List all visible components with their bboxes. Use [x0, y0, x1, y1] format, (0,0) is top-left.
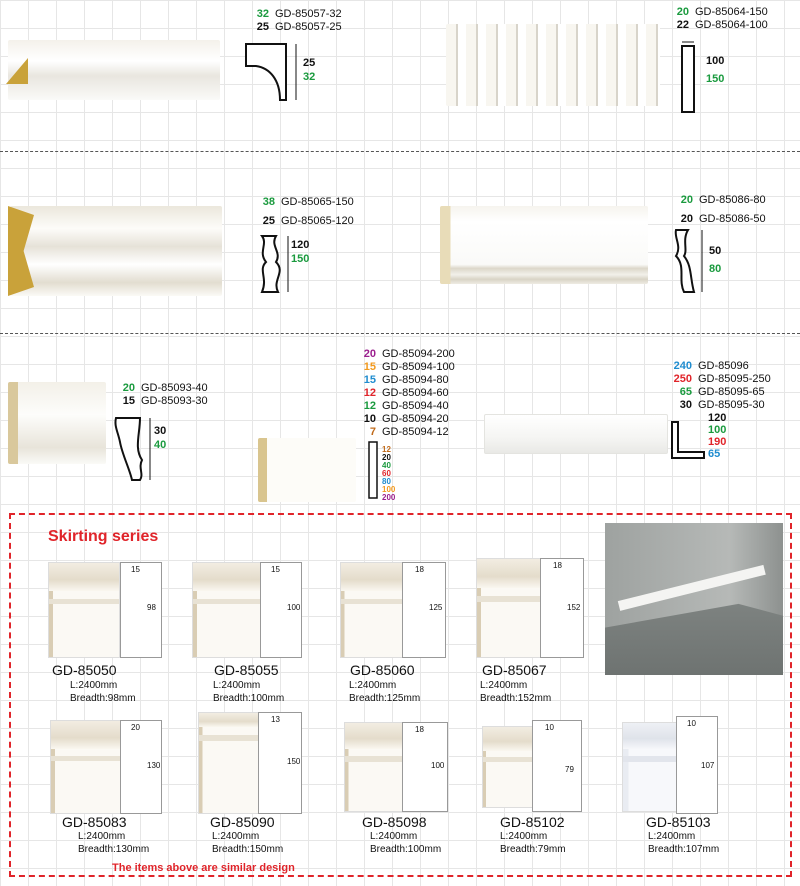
- dims-85057: 25 32: [303, 57, 316, 83]
- molding-photo-85057: [8, 40, 220, 100]
- skirting-length: L:2400mm: [500, 831, 548, 842]
- skirting-name: GD-85067: [482, 662, 547, 678]
- skirting-photo: [476, 558, 542, 658]
- profile-drawing-85095: [671, 421, 705, 459]
- molding-photo-85095: [484, 414, 668, 454]
- skirting-name: GD-85083: [62, 814, 127, 830]
- skirting-breadth: Breadth:100mm: [213, 693, 285, 704]
- skirting-photo: [192, 562, 262, 658]
- skirting-photo: [340, 562, 404, 658]
- skirting-section: [9, 513, 792, 877]
- skirting-photo: [482, 726, 534, 808]
- skirting-length: L:2400mm: [648, 831, 696, 842]
- skirting-title: Skirting series: [48, 528, 159, 545]
- skirting-length: L:2400mm: [349, 680, 397, 691]
- skirting-name: GD-85102: [500, 814, 565, 830]
- skirting-length: L:2400mm: [78, 831, 126, 842]
- separator-1: [0, 151, 800, 152]
- skirting-photo: [622, 722, 678, 812]
- dims-85093: 30 40: [154, 425, 167, 451]
- skirting-photo: [50, 720, 122, 814]
- skirting-breadth: Breadth:150mm: [212, 844, 284, 855]
- skirting-profile-drawing: 18 125: [402, 562, 446, 658]
- skirting-breadth: Breadth:130mm: [78, 844, 150, 855]
- dims-85065: 120 150: [291, 239, 310, 265]
- skirting-name: GD-85103: [646, 814, 711, 830]
- skirting-breadth: Breadth:107mm: [648, 844, 720, 855]
- skirting-breadth: Breadth:79mm: [500, 844, 566, 855]
- skirting-profile-drawing: 10 107: [676, 716, 718, 814]
- skirting-name: GD-85060: [350, 662, 415, 678]
- skirting-name: GD-85090: [210, 814, 275, 830]
- skirting-length: L:2400mm: [70, 680, 118, 691]
- profile-drawing-85057: [245, 43, 297, 101]
- dims-85064: 100 150: [706, 55, 725, 85]
- skirting-profile-drawing: 10 79: [532, 720, 582, 812]
- skirting-length: L:2400mm: [213, 680, 261, 691]
- profile-drawing-85064: [681, 41, 695, 113]
- dims-85094: 12 20 40 60 80 100 200: [382, 445, 396, 502]
- skirting-profile-drawing: 20 130: [120, 720, 162, 814]
- skirting-breadth: Breadth:152mm: [480, 693, 552, 704]
- skirting-profile-drawing: 15 100: [260, 562, 302, 658]
- molding-photo-85064: [446, 24, 660, 106]
- profile-drawing-85065: [260, 235, 289, 293]
- skirting-room-photo: [605, 523, 783, 675]
- skirting-profile-drawing: 15 98: [120, 562, 162, 658]
- skirting-photo: [48, 562, 120, 658]
- skirting-name: GD-85050: [52, 662, 117, 678]
- dims-85086: 50 80: [709, 245, 722, 275]
- skirting-length: L:2400mm: [370, 831, 418, 842]
- separator-2: [0, 333, 800, 334]
- dims-85095: 120 100 190 65: [708, 412, 727, 460]
- skirting-name: GD-85098: [362, 814, 427, 830]
- skirting-photo: [344, 722, 404, 812]
- skirting-name: GD-85055: [214, 662, 279, 678]
- molding-photo-85094: [258, 438, 356, 502]
- skirting-breadth: Breadth:125mm: [349, 693, 421, 704]
- skirting-breadth: Breadth:100mm: [370, 844, 442, 855]
- molding-photo-85065: [10, 206, 222, 296]
- profile-drawing-85094: [368, 441, 378, 499]
- skirting-profile-drawing: 13 150: [258, 712, 302, 814]
- skirting-photo: [198, 712, 260, 814]
- profile-drawing-85086: [674, 229, 703, 293]
- molding-photo-85086: [440, 206, 648, 284]
- skirting-profile-drawing: 18 100: [402, 722, 448, 812]
- skirting-profile-drawing: 18 152: [540, 558, 584, 658]
- molding-photo-85093: [8, 382, 106, 464]
- skirting-length: L:2400mm: [212, 831, 260, 842]
- skirting-length: L:2400mm: [480, 680, 528, 691]
- profile-drawing-85093: [114, 417, 151, 481]
- skirting-note: The items above are similar design: [112, 862, 295, 874]
- skirting-breadth: Breadth:98mm: [70, 693, 136, 704]
